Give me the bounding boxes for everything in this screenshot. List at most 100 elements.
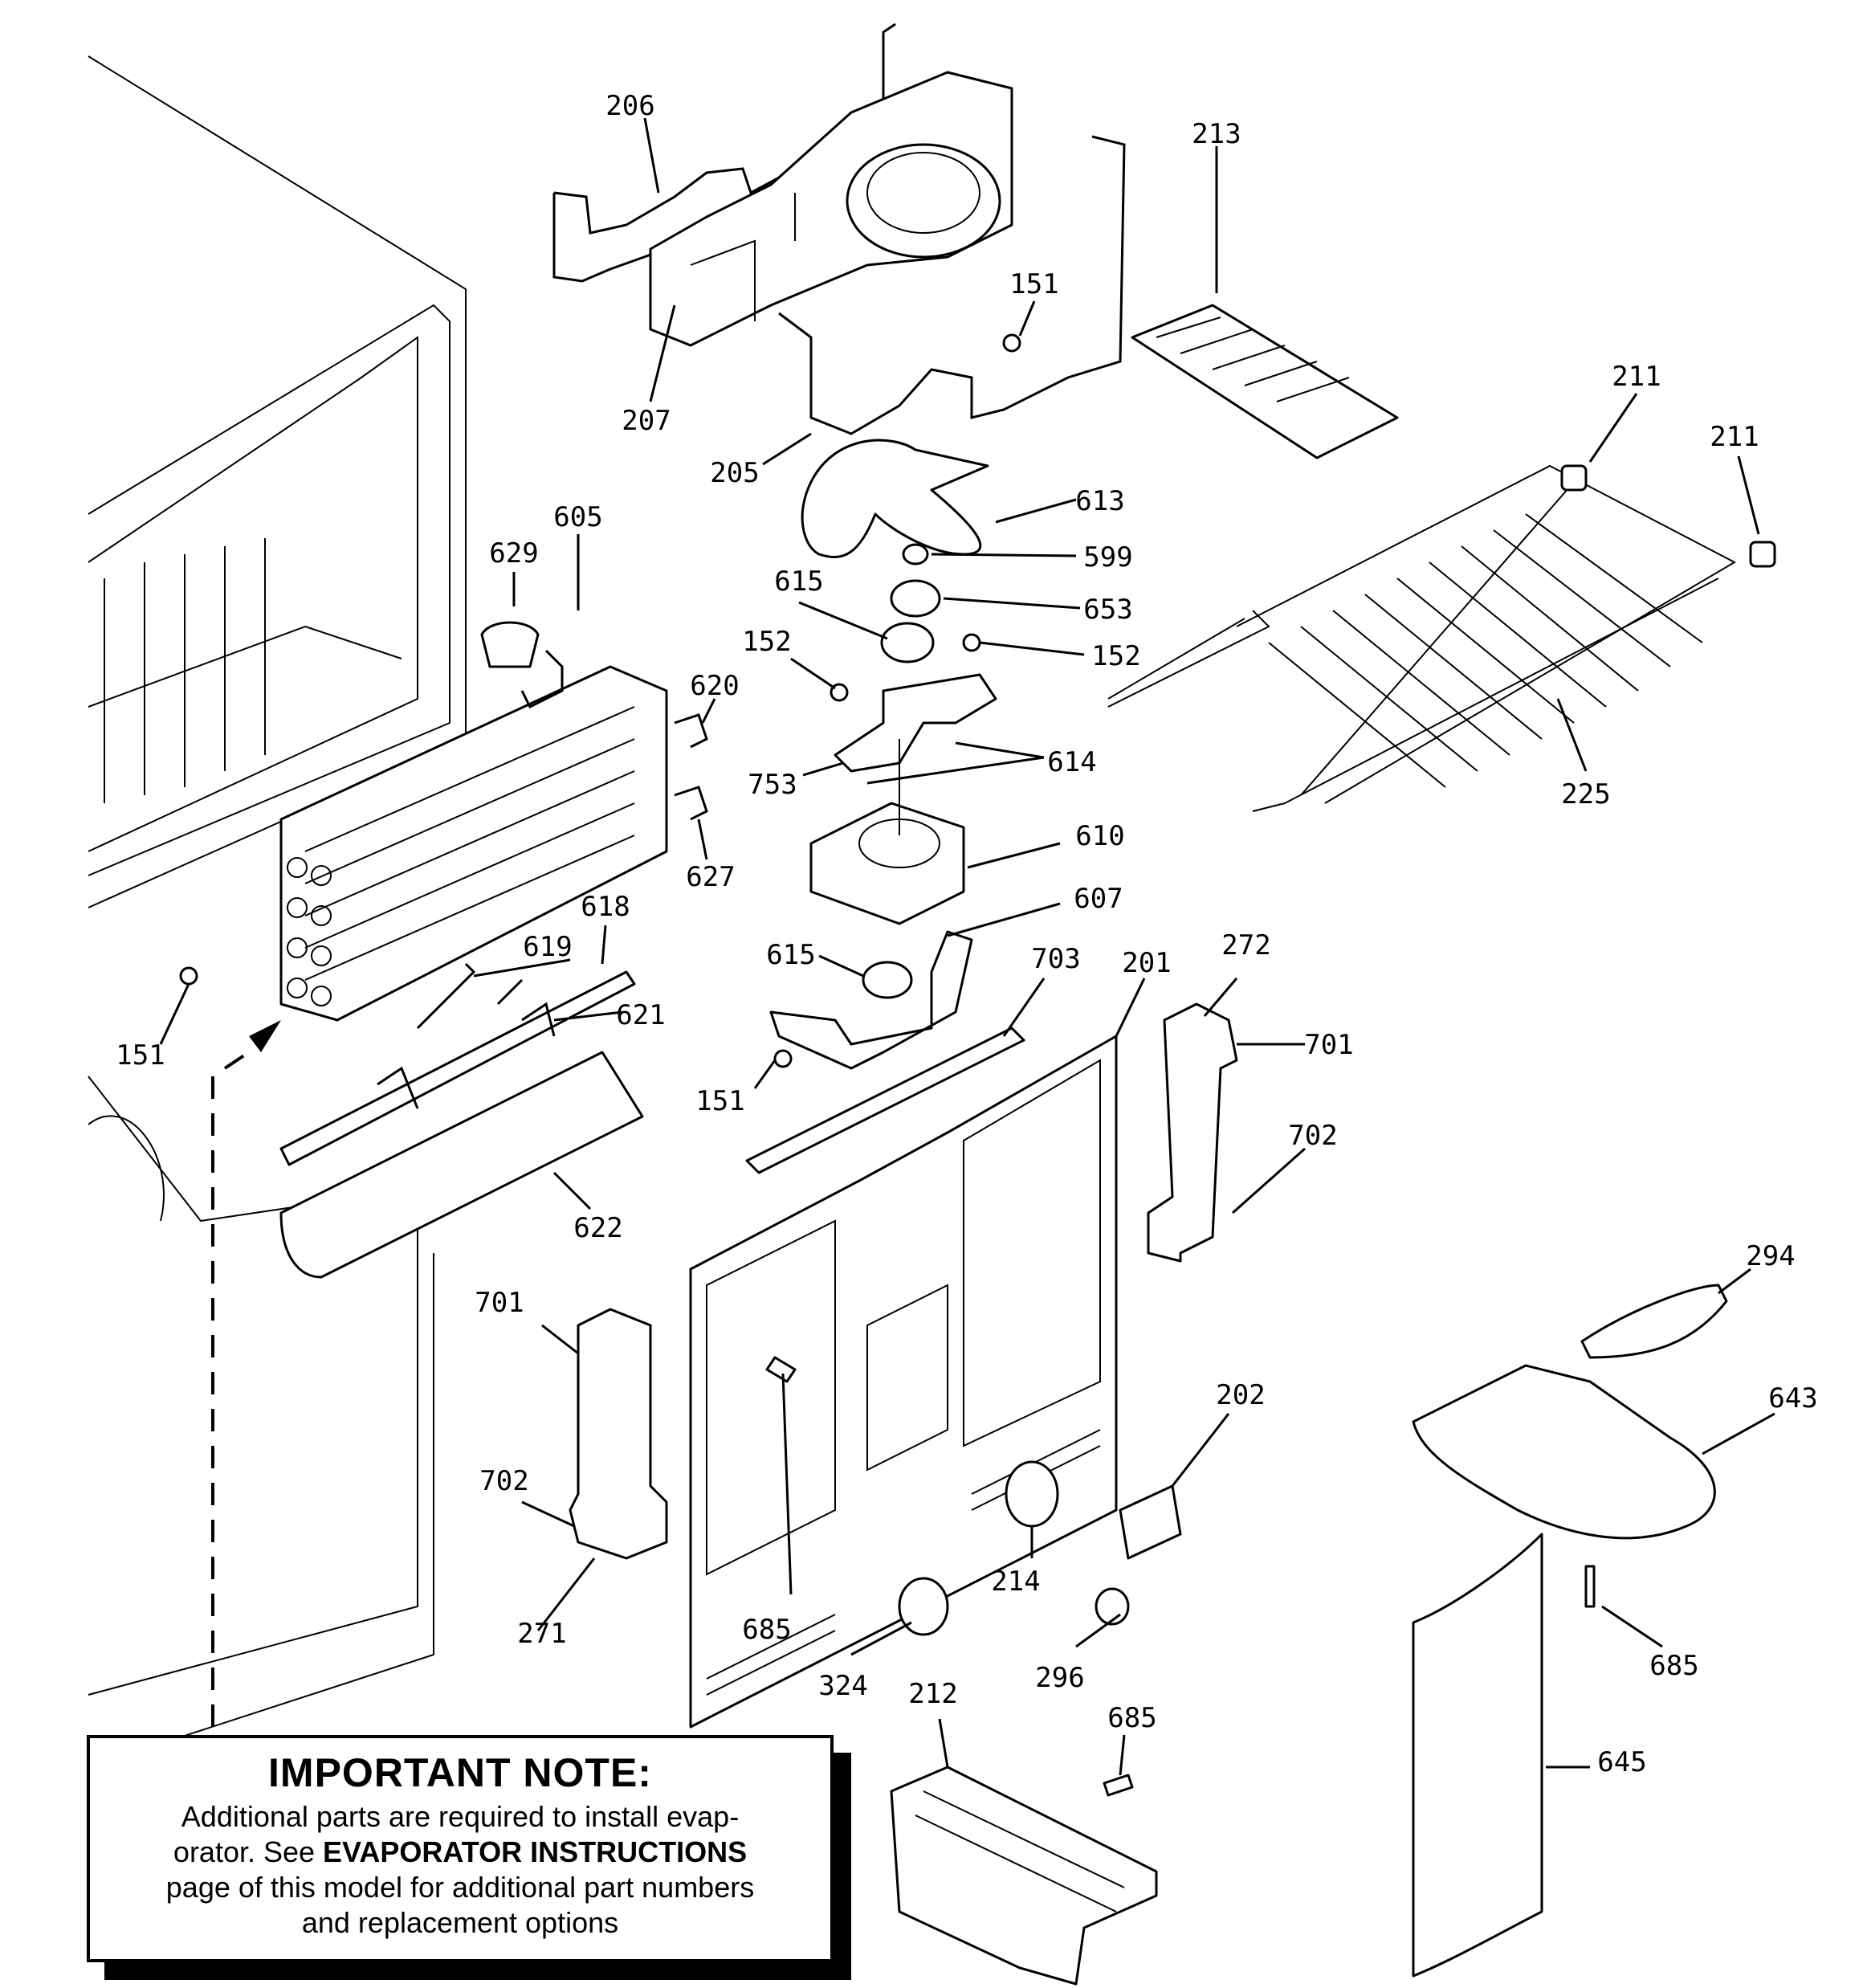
- plug-214: [1005, 1460, 1059, 1528]
- callout-685: 685: [1107, 1702, 1156, 1734]
- dispenser-housing-643: [1412, 1364, 1716, 1540]
- air-duct-272: [1147, 1002, 1238, 1263]
- screw-685-a: [765, 1356, 797, 1383]
- callout-615: 615: [766, 939, 815, 971]
- callout-629: 629: [489, 537, 538, 569]
- note-line-1: Additional parts are required to install…: [181, 1800, 740, 1833]
- fan-motor-610: [809, 739, 965, 925]
- callout-622: 622: [573, 1212, 622, 1244]
- seal-strip-703: [745, 1027, 1025, 1174]
- air-duct-271: [569, 1308, 668, 1560]
- callout-151: 151: [116, 1039, 165, 1072]
- arrow-head: [249, 1020, 281, 1052]
- screw-151-c: [773, 1049, 793, 1068]
- dispenser-panel-645: [1412, 1533, 1543, 1978]
- callout-701: 701: [1304, 1029, 1353, 1061]
- note-line-4: and replacement options: [301, 1906, 619, 1939]
- callout-643: 643: [1768, 1382, 1817, 1414]
- callout-152: 152: [742, 626, 791, 658]
- note-line-2: orator. See EVAPORATOR INSTRUCTIONS: [90, 1835, 830, 1870]
- note-line-2-text: orator. See: [173, 1835, 324, 1868]
- callout-753: 753: [748, 769, 797, 801]
- cover-294: [1580, 1284, 1728, 1359]
- callout-614: 614: [1047, 746, 1096, 778]
- wire-frame-205: [778, 135, 1126, 435]
- evaporator-coil: [279, 665, 668, 1022]
- callout-294: 294: [1746, 1240, 1795, 1272]
- callout-272: 272: [1221, 929, 1270, 961]
- callout-211: 211: [1612, 361, 1661, 393]
- ice-dispenser-housing-207: [649, 71, 1013, 347]
- callout-206: 206: [605, 90, 654, 122]
- callout-213: 213: [1192, 118, 1241, 150]
- knob-324: [898, 1577, 949, 1636]
- defrost-heater-618: [279, 970, 636, 1166]
- callout-605: 605: [553, 501, 602, 533]
- callout-151: 151: [1009, 268, 1058, 300]
- callout-702: 702: [479, 1465, 528, 1497]
- callout-324: 324: [818, 1670, 867, 1702]
- callout-201: 201: [1122, 947, 1171, 979]
- callout-618: 618: [581, 891, 630, 923]
- clip-620: [674, 713, 708, 749]
- callout-labels: 206 207 205 151 213 211 211 613 599 615 …: [116, 90, 1817, 1778]
- callout-621: 621: [616, 999, 665, 1031]
- screw-151-a: [1002, 333, 1021, 353]
- note-line-3: page of this model for additional part n…: [165, 1871, 755, 1904]
- callout-296: 296: [1035, 1662, 1084, 1694]
- important-note-box: IMPORTANT NOTE: Additional parts are req…: [87, 1735, 834, 1962]
- ice-tray-213: [1131, 304, 1399, 459]
- callout-619: 619: [523, 931, 572, 963]
- sensor-605: [520, 649, 564, 709]
- callout-645: 645: [1597, 1746, 1646, 1778]
- motor-bracket-753: [834, 673, 997, 773]
- callout-613: 613: [1075, 485, 1124, 517]
- callout-620: 620: [690, 670, 739, 702]
- hub-653: [890, 579, 941, 618]
- callout-225: 225: [1561, 778, 1610, 810]
- heater-bracket-621: [377, 1002, 556, 1109]
- grille-202: [1119, 1484, 1182, 1560]
- bushing-296: [1095, 1587, 1130, 1626]
- screw-152-b: [962, 633, 981, 652]
- motor-bracket-607: [769, 930, 973, 1070]
- screw-151-b: [179, 966, 198, 986]
- dashed-pointer-line: [211, 1051, 251, 1727]
- grille-212: [890, 1766, 1158, 1986]
- screw-685-c: [1103, 1774, 1134, 1797]
- note-title: IMPORTANT NOTE:: [268, 1750, 652, 1795]
- wire-shelf-225: [1107, 464, 1737, 812]
- callout-151: 151: [695, 1085, 744, 1117]
- callout-685: 685: [1649, 1650, 1698, 1682]
- clamp-629: [480, 621, 540, 668]
- callout-205: 205: [710, 457, 759, 489]
- callout-271: 271: [517, 1618, 566, 1650]
- callout-685: 685: [742, 1614, 791, 1646]
- callout-701: 701: [475, 1287, 524, 1319]
- spacer-599: [902, 543, 929, 565]
- callout-607: 607: [1074, 883, 1123, 915]
- shelf-cap-211-b: [1749, 541, 1776, 568]
- callout-202: 202: [1216, 1379, 1265, 1411]
- leader-lines: [159, 117, 1775, 1776]
- note-line-2-bold: EVAPORATOR INSTRUCTIONS: [323, 1835, 748, 1868]
- callout-212: 212: [908, 1678, 957, 1710]
- drain-trough-622: [279, 1051, 644, 1279]
- fan-blade-613: [801, 439, 989, 558]
- grommet-615-lower: [862, 961, 913, 999]
- callout-610: 610: [1075, 820, 1124, 852]
- callout-211: 211: [1710, 421, 1759, 453]
- callout-653: 653: [1083, 594, 1132, 626]
- callout-599: 599: [1083, 541, 1132, 574]
- callout-627: 627: [686, 861, 735, 893]
- callout-207: 207: [622, 405, 671, 437]
- screw-685-b: [1584, 1565, 1596, 1608]
- grommet-615-upper: [880, 622, 935, 663]
- callout-703: 703: [1031, 943, 1080, 975]
- callout-615: 615: [774, 565, 823, 598]
- note-body: Additional parts are required to install…: [90, 1799, 830, 1941]
- callout-152: 152: [1091, 640, 1140, 672]
- callout-214: 214: [991, 1565, 1040, 1598]
- clip-627: [674, 786, 708, 821]
